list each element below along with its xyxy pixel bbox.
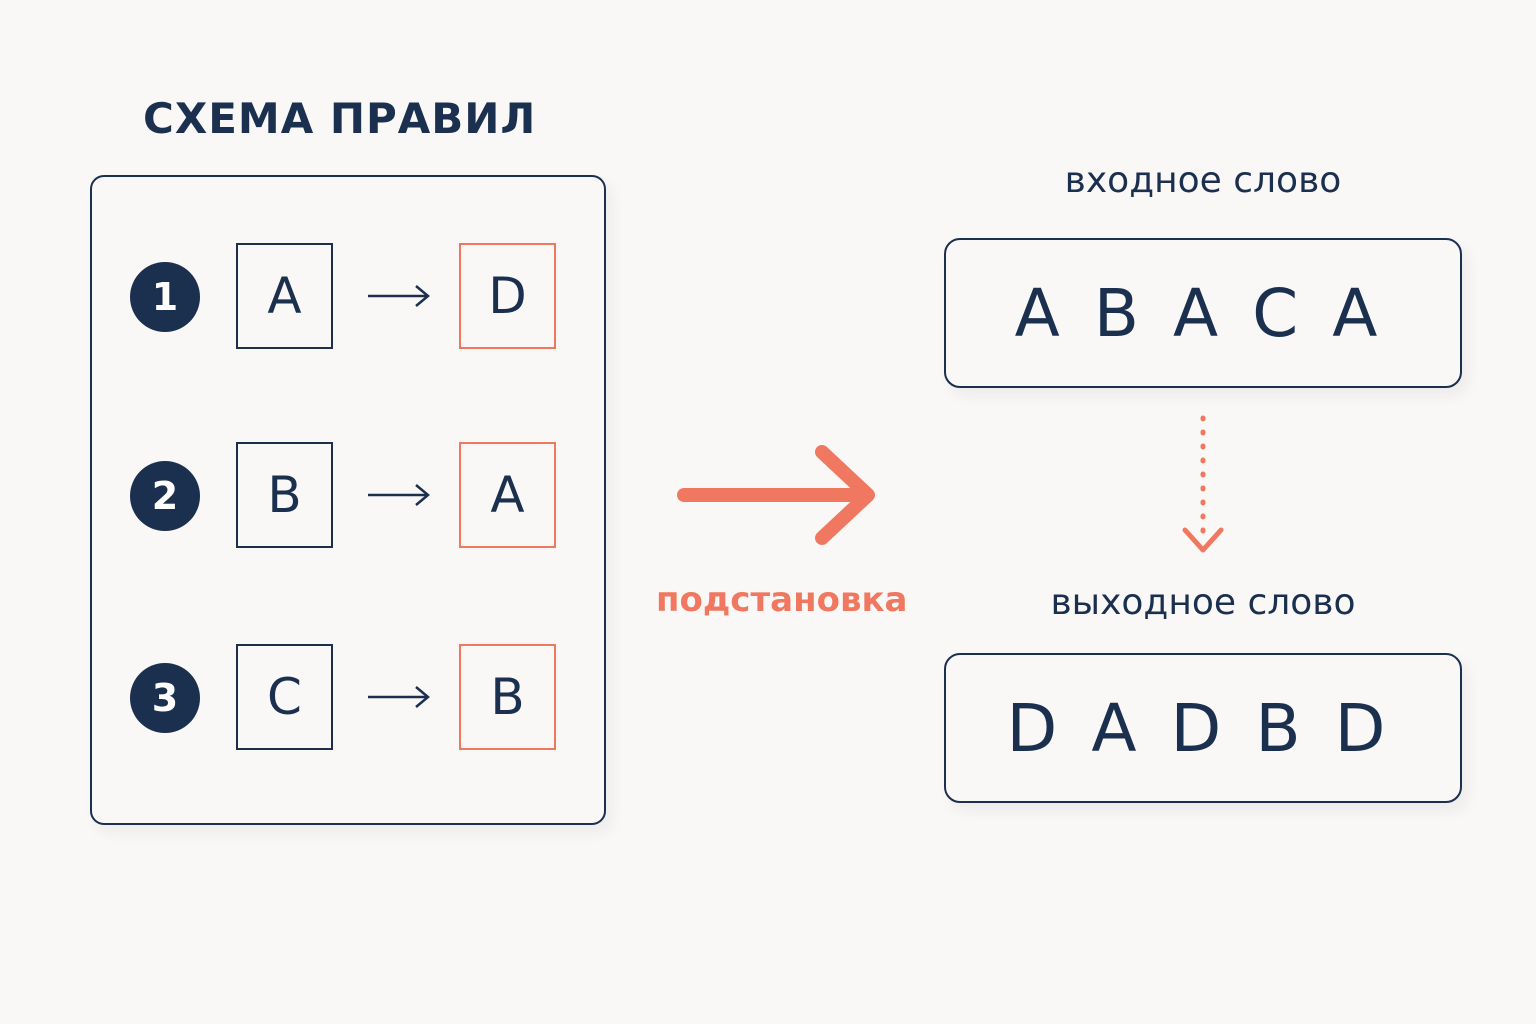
scheme-title: СХЕМА ПРАВИЛ [143,94,537,143]
input-letter: A [1332,274,1392,352]
output-letter: D [1170,689,1236,767]
output-letter: B [1255,689,1315,767]
substitution-arrow-icon [677,445,875,545]
output-letter: A [1091,689,1151,767]
input-letter: A [1173,274,1233,352]
rule-number-badge: 2 [130,461,200,531]
input-letter: B [1093,274,1154,352]
rule-target-symbol: A [459,442,556,548]
input-letter: C [1252,274,1313,352]
rule-row: 1 A D [92,243,604,351]
right-arrow-icon [368,686,430,708]
rule-source-symbol: C [236,644,333,750]
rule-row: 3 C B [92,644,604,752]
substitution-label: подстановка [656,580,908,620]
input-letter: A [1014,274,1074,352]
output-letter: D [1334,689,1400,767]
rule-source-symbol: A [236,243,333,349]
rule-source-symbol: B [236,442,333,548]
input-word-label: входное слово [1064,160,1342,201]
rule-row: 2 B A [92,442,604,550]
output-letter: D [1006,689,1072,767]
input-word-box: A B A C A [944,238,1462,388]
output-word-box: D A D B D [944,653,1462,803]
rule-target-symbol: D [459,243,556,349]
dotted-down-arrow-icon [1182,415,1224,553]
rule-target-symbol: B [459,644,556,750]
output-word-label: выходное слово [1050,582,1356,623]
rule-number-badge: 3 [130,663,200,733]
rule-number-badge: 1 [130,262,200,332]
rules-panel: 1 A D 2 B A 3 C B [90,175,606,825]
right-arrow-icon [368,285,430,307]
right-arrow-icon [368,484,430,506]
